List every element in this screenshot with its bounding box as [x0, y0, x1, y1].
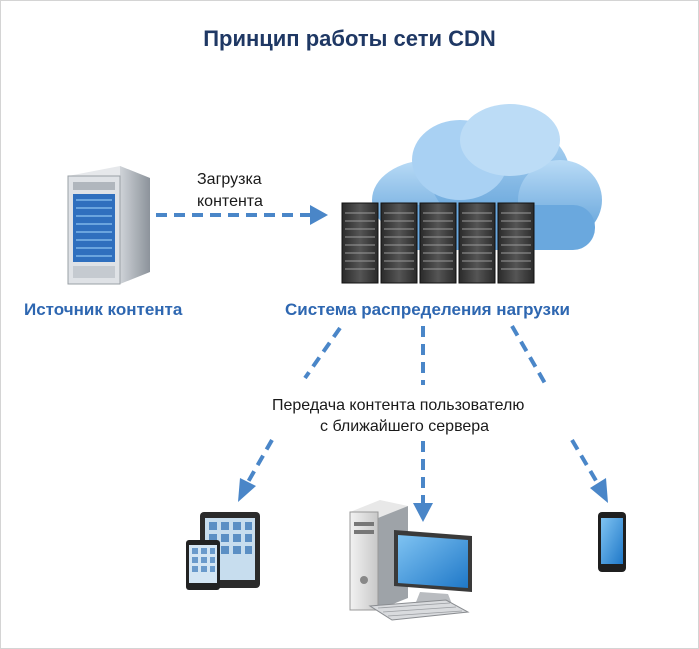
upload-arrow [156, 205, 328, 225]
system-label: Система распределения нагрузки [285, 300, 570, 319]
delivery-label-line1: Передача контента пользователю [272, 397, 525, 414]
server-tower-icon [67, 166, 150, 285]
delivery-label-line2: с ближайшего сервера [320, 418, 490, 435]
diagram-title: Принцип работы сети CDN [203, 26, 496, 51]
smartphone-icon [598, 512, 626, 572]
upload-label-line1: Загрузка [197, 171, 262, 188]
server-rack-icon [341, 202, 535, 284]
delivery-arrow-center [413, 326, 433, 522]
delivery-arrow-right [510, 325, 608, 503]
tablet-icon [186, 512, 260, 590]
source-label: Источник контента [24, 300, 183, 319]
desktop-computer-icon [349, 500, 472, 621]
upload-label-line2: контента [197, 193, 263, 210]
delivery-arrow-left [238, 326, 342, 502]
